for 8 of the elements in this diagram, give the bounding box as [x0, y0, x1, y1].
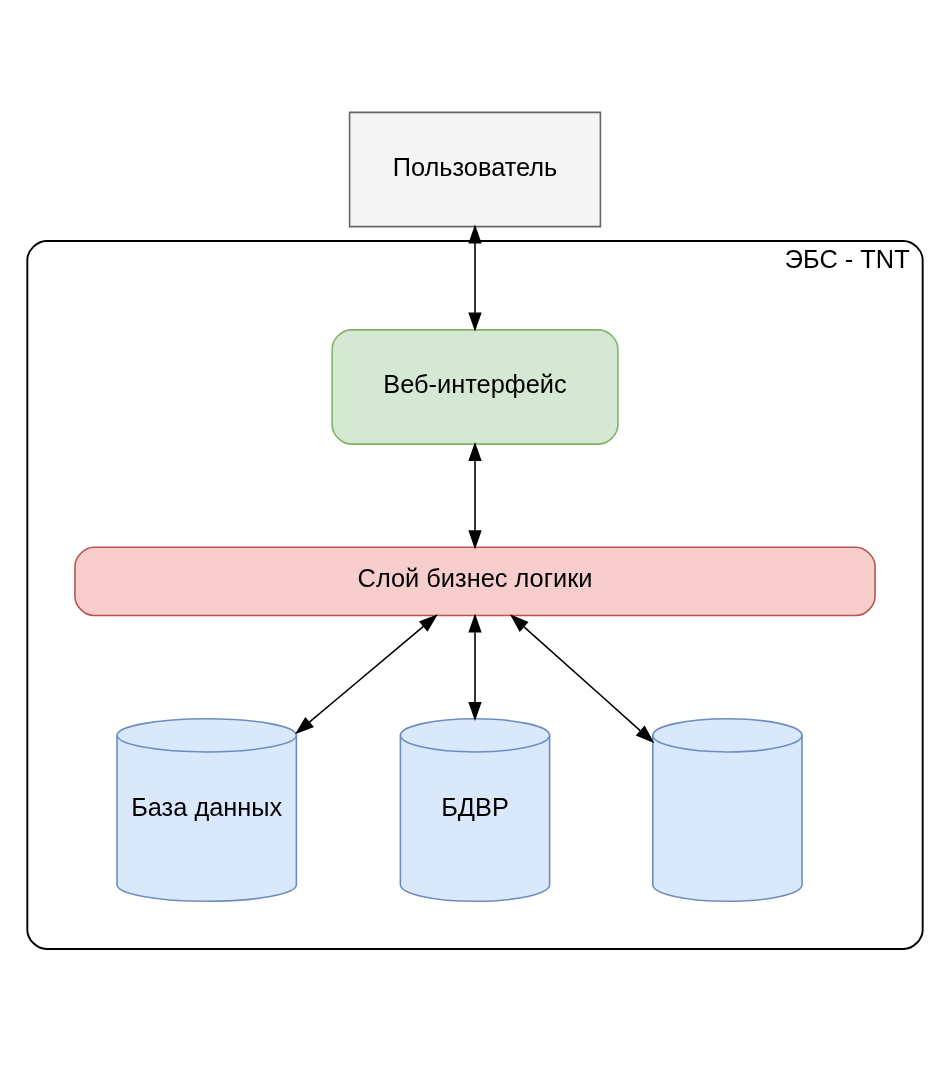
node-box: Пользователь — [348, 111, 602, 227]
node-box: Слой бизнес логики — [74, 546, 876, 616]
arrow — [468, 223, 482, 332]
node-box: Веб-интерфейс — [331, 328, 619, 445]
arrow — [468, 441, 482, 549]
arrow — [509, 613, 655, 743]
arrow — [468, 612, 482, 721]
arrow — [295, 613, 438, 734]
